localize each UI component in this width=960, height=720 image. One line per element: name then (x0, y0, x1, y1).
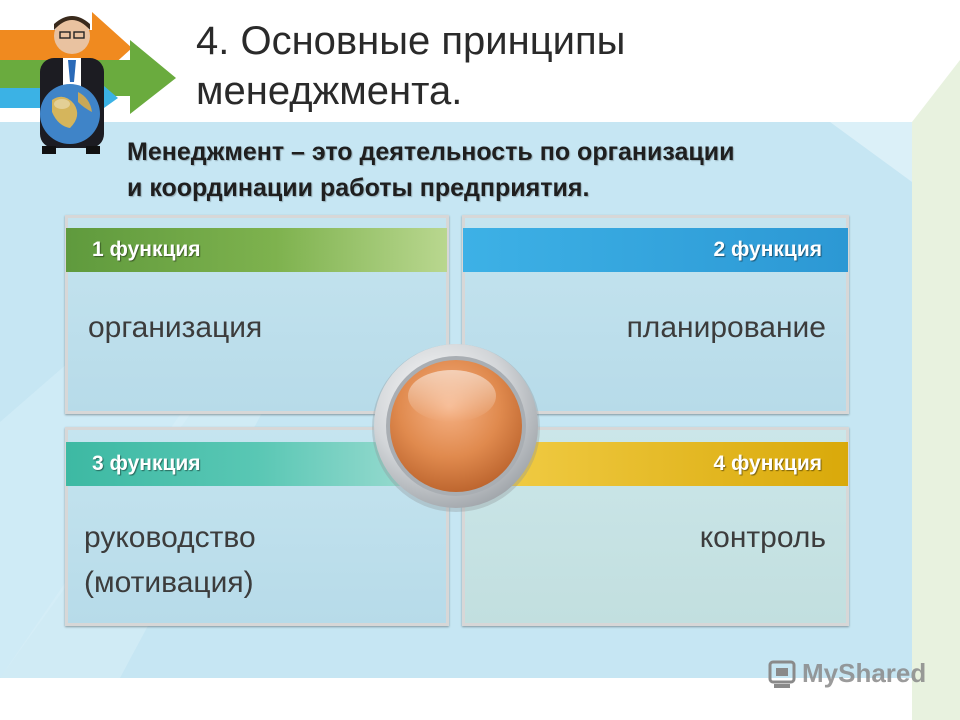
watermark: MyShared (768, 656, 928, 694)
center-orb-icon (372, 344, 540, 512)
function-4-text: контроль (699, 521, 826, 554)
watermark-text: MyShared (802, 658, 927, 688)
page-title-line2: менеджмента. (196, 69, 463, 113)
definition-text: Менеджмент – это деятельность по организ… (127, 134, 917, 206)
page-title: 4. Основные принципы менеджмента. (196, 16, 796, 116)
watermark-logo-icon (768, 660, 796, 688)
person-with-globe-icon (40, 16, 104, 154)
page-title-line1: 4. Основные принципы (196, 19, 626, 63)
function-3-text-line1: руководство (84, 521, 256, 554)
function-3-text: руководство (мотивация) (84, 515, 424, 605)
function-3-text-line2: (мотивация) (84, 566, 254, 599)
function-2-text: планирование (626, 311, 826, 344)
definition-line1: Менеджмент – это деятельность по организ… (127, 138, 735, 166)
function-2-label: 2 функция (463, 228, 848, 272)
definition-line2: и координации работы предприятия. (127, 174, 590, 202)
function-1-text: организация (88, 311, 263, 344)
function-1-label: 1 функция (66, 228, 447, 272)
right-edge-decoration (912, 60, 960, 720)
